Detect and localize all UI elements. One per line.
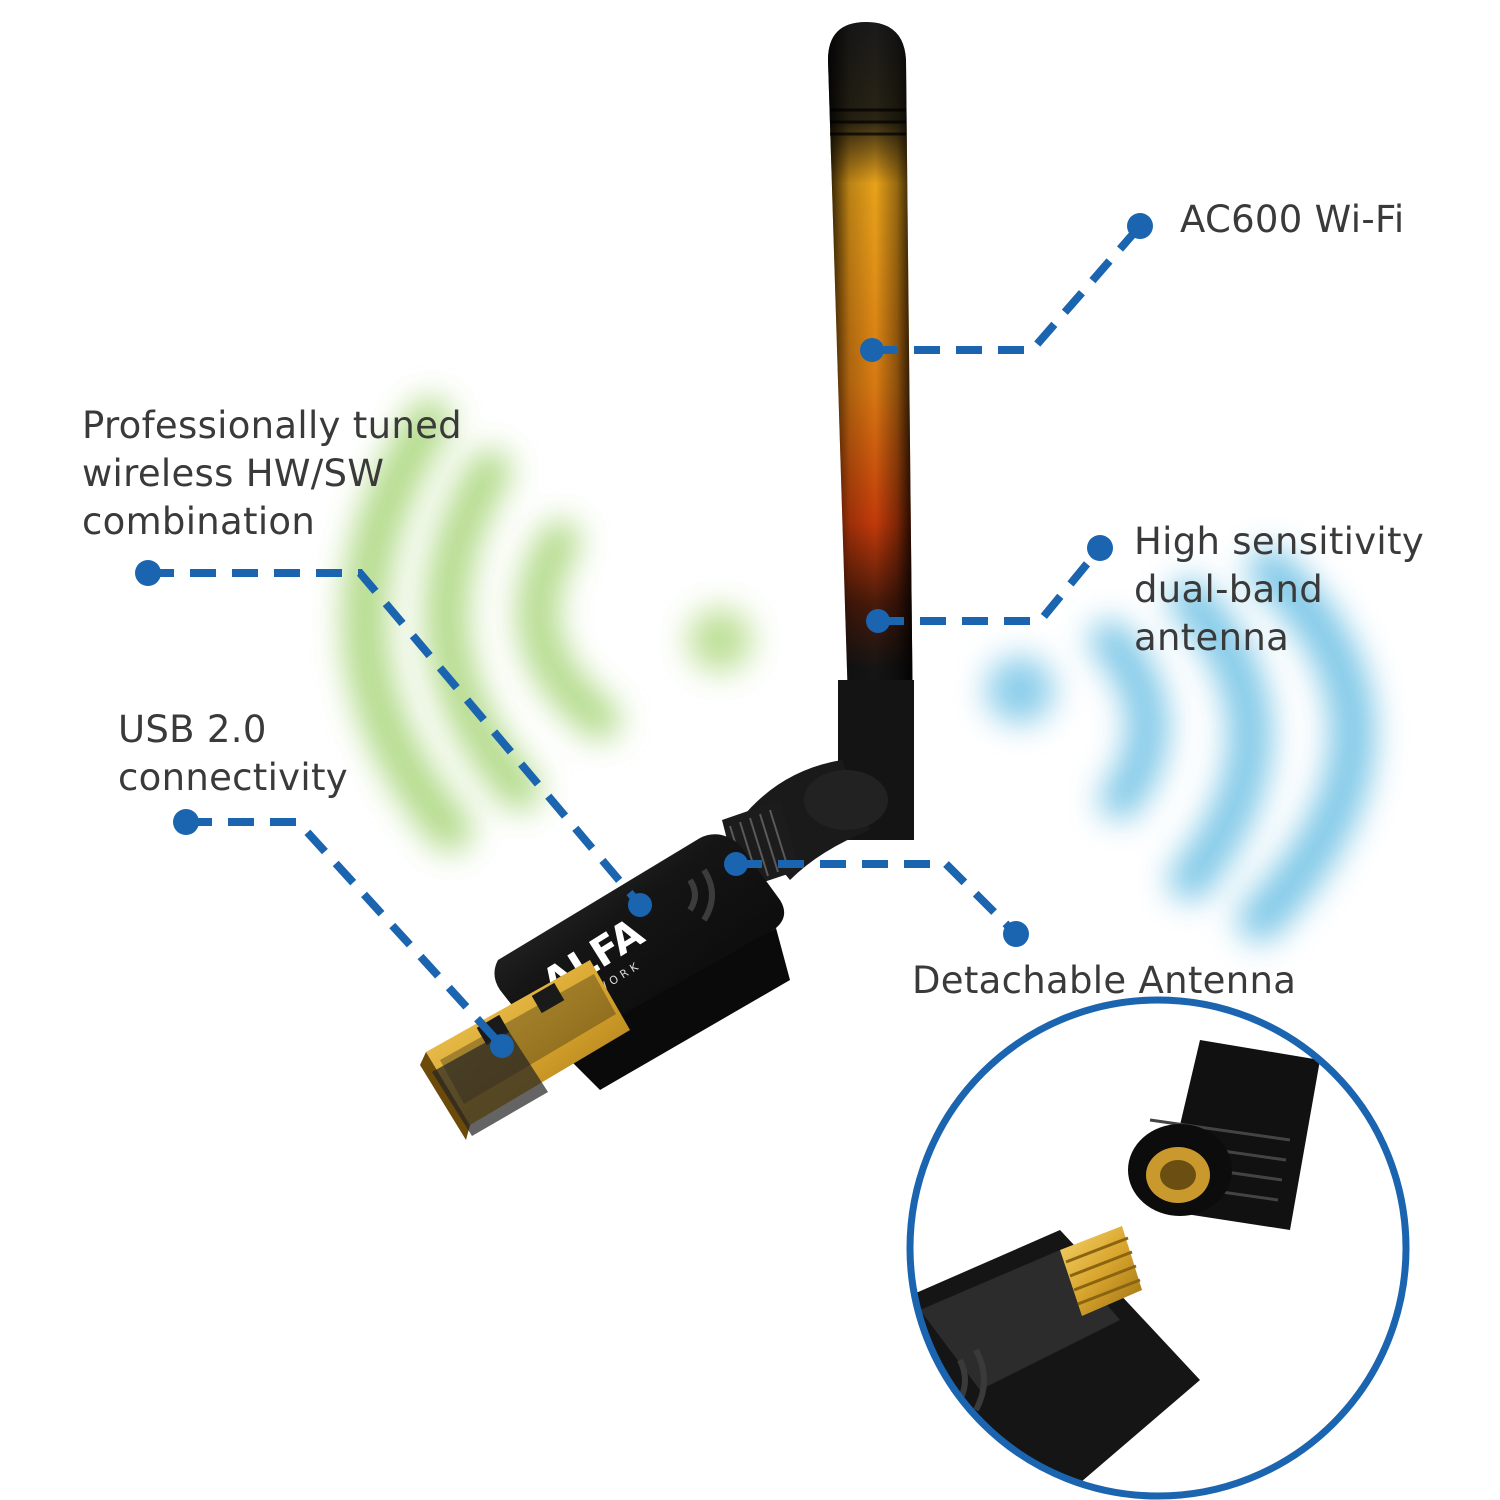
callout-detachable-text: Detachable Antenna xyxy=(912,959,1297,1002)
callout-usb: USB 2.0 connectivity xyxy=(118,706,348,802)
callout-high-line3: antenna xyxy=(1134,616,1290,659)
callout-ac600: AC600 Wi-Fi xyxy=(1180,196,1404,244)
antenna xyxy=(740,22,914,880)
connector-inset xyxy=(906,996,1410,1500)
callout-ac600-text: AC600 Wi-Fi xyxy=(1180,198,1405,241)
callout-dots xyxy=(135,213,1153,1058)
callout-high-line1: High sensitivity xyxy=(1134,520,1425,563)
callout-high-line2: dual-band xyxy=(1134,568,1324,611)
callout-professional-line2: wireless HW/SW xyxy=(82,452,385,495)
callout-professional-line1: Professionally tuned xyxy=(82,404,462,447)
wifi-waves-blue xyxy=(986,548,1375,942)
callout-professional-line3: combination xyxy=(82,500,316,543)
callout-professional: Professionally tuned wireless HW/SW comb… xyxy=(82,402,462,546)
callout-usb-line2: connectivity xyxy=(118,756,348,799)
usb-plug xyxy=(420,960,630,1140)
callout-usb-line1: USB 2.0 xyxy=(118,708,267,751)
callout-lines xyxy=(148,223,1144,1049)
callout-high-sensitivity: High sensitivity dual-band antenna xyxy=(1134,518,1424,662)
wifi-icon xyxy=(687,868,715,922)
wifi-waves-green xyxy=(342,398,752,852)
callout-detachable: Detachable Antenna xyxy=(912,957,1296,1005)
